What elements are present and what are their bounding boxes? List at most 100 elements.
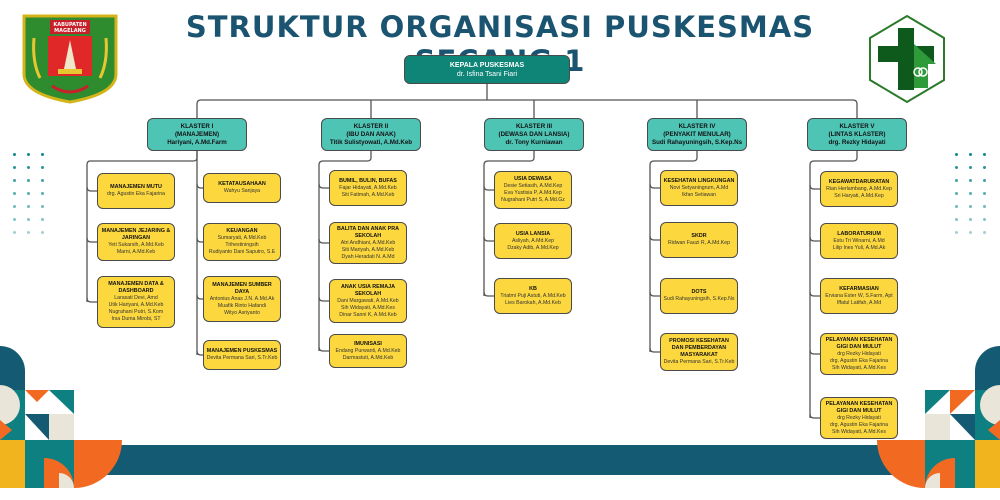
dot [983, 205, 986, 208]
klaster-title: KLASTER III [515, 122, 553, 130]
unit-member: Trihestiningsih [225, 242, 259, 248]
unit-member: Devita Permana Sari, S.Tr.Keb [663, 359, 735, 365]
head-name: dr. Isfina Tsani Fiari [456, 70, 518, 78]
unit-member: drg Rezky Hidayati [837, 350, 881, 357]
connector-unit [649, 347, 660, 353]
klaster-title: KLASTER IV [678, 122, 716, 130]
dot [983, 192, 986, 195]
unit-title: BUMIL, BULIN, BUFAS [339, 177, 397, 184]
klaster-lead: Titik Sulistyowati, A.Md.Keb [329, 138, 413, 146]
unit-member: Fajar Hidayati, A.Md.Keb [339, 184, 397, 191]
klaster-subtitle: (PENYAKIT MENULAR) [663, 130, 731, 138]
connector-unit [649, 235, 660, 241]
svg-text:KABUPATEN: KABUPATEN [53, 22, 86, 28]
unit-member: drg. Agustin Eka Fajarina [830, 421, 888, 428]
unit-member: Dani Margawati, A.Md.Keb [337, 297, 399, 304]
unit-title: PELAYANAN KESEHATAN GIGI DAN MULUT [825, 336, 893, 350]
unit-member: Rudiyanto Dani Saputro, S.E [208, 249, 276, 255]
unit-member: Desie Setiasih, A.Md.Kep [503, 183, 563, 189]
dot [969, 192, 972, 195]
dot [969, 205, 972, 208]
klaster-lead: Hariyani, A.Md.Farm [167, 138, 227, 146]
dot [983, 179, 986, 182]
unit-member: Lies Barokah, A.Md.Keb [505, 299, 561, 306]
connector-spine [318, 151, 372, 351]
connector-unit [483, 185, 494, 191]
dot [41, 231, 44, 234]
unit-title: MANAJEMEN SUMBER DAYA [212, 281, 272, 295]
unit-member: Devita Permana Sari, S.Tr.Keb [206, 355, 278, 361]
klaster-lead: dr. Tony Kurniawan [505, 138, 563, 146]
unit-title: SKDR [691, 233, 707, 239]
connector-spine [483, 151, 535, 296]
connector-unit [809, 236, 820, 242]
svg-text:MAGELANG: MAGELANG [54, 28, 86, 34]
connector-unit [196, 183, 203, 189]
klaster-node-1: KLASTER I(MANAJEMEN)Hariyani, A.Md.Farm [147, 118, 247, 151]
puskesmas-cross-logo-icon [869, 14, 945, 104]
head-node-kepala-puskesmas: KEPALA PUSKESMAS dr. Isfina Tsani Fiari [404, 55, 570, 84]
connector-bus [196, 99, 858, 118]
unit-member: Siti Mariyah, A.Md.Keb [341, 246, 395, 253]
unit-member: Sih Widayati, A.Md.Kes [341, 304, 395, 311]
unit-member: Wityo Asriyanto [224, 309, 260, 316]
connector-spine [809, 151, 858, 418]
unit-title: MANAJEMEN JEJARING & JARINGAN [101, 228, 171, 241]
unit-member: Eva Yustisia P, A.Md.Kep [504, 190, 562, 196]
unit-member: Erviana Ester W, S.Farm, Apt [825, 292, 893, 299]
dot [983, 166, 986, 169]
unit-title: KETATAUSAHAAN [218, 181, 266, 187]
klaster-node-3: KLASTER III(DEWASA DAN LANSIA)dr. Tony K… [484, 118, 584, 151]
dot [13, 179, 16, 182]
unit-member: Sudi Rahayuningsih, S.Kep.Ns [663, 296, 735, 302]
dot [969, 218, 972, 221]
unit-member: Marni, A.Md.Keb [116, 249, 156, 255]
connector-unit [809, 184, 820, 190]
unit-member: Sumaryati, A.Md.Keb [217, 235, 267, 241]
dot [13, 166, 16, 169]
unit-member: Utik Hariyani, A.Md.Keb [108, 302, 164, 308]
kabupaten-magelang-crest-icon: KABUPATEN MAGELANG [22, 14, 118, 104]
dot [983, 231, 986, 234]
unit-title: KEFARMASIAN [839, 285, 879, 292]
klaster-title: KLASTER V [839, 122, 875, 130]
unit-member: Muafik Rinto Hafandi [217, 302, 267, 309]
connector-unit [809, 291, 820, 297]
klaster-lead: drg. Rezky Hidayati [828, 138, 886, 146]
unit-member: Antonius Anas J.N. A.Md.Ak [209, 295, 275, 302]
connector-unit [483, 236, 494, 242]
unit-title: MANAJEMEN PUSKESMAS [206, 348, 278, 354]
dot [955, 153, 958, 156]
dot [27, 205, 30, 208]
connector-unit [809, 413, 820, 419]
unit-member: Wahyu Sanjaya [223, 188, 261, 194]
klaster-title: KLASTER II [353, 122, 389, 130]
unit-member: Atri Andhiani, A.Md.Keb [340, 239, 396, 246]
connector-spine [649, 151, 698, 352]
dot [27, 231, 30, 234]
dot [41, 153, 44, 156]
klaster-subtitle: (DEWASA DAN LANSIA) [498, 130, 570, 138]
dot [27, 192, 30, 195]
klaster-lead: Sudi Rahayuningsih, S.Kep.Ns [651, 138, 743, 146]
klaster-node-5: KLASTER V(LINTAS KLASTER)drg. Rezky Hida… [807, 118, 907, 151]
dot [969, 231, 972, 234]
unit-title: PELAYANAN KESEHATAN GIGI DAN MULUT [825, 400, 893, 414]
dot [27, 166, 30, 169]
dot [13, 192, 16, 195]
unit-member: Nugrahani Putri S, A.Md.Gz [501, 197, 565, 203]
dot [41, 192, 44, 195]
connector-unit [196, 350, 203, 356]
connector-unit [86, 297, 97, 303]
unit-title: MANAJEMEN DATA & DASHBOARD [108, 281, 164, 294]
